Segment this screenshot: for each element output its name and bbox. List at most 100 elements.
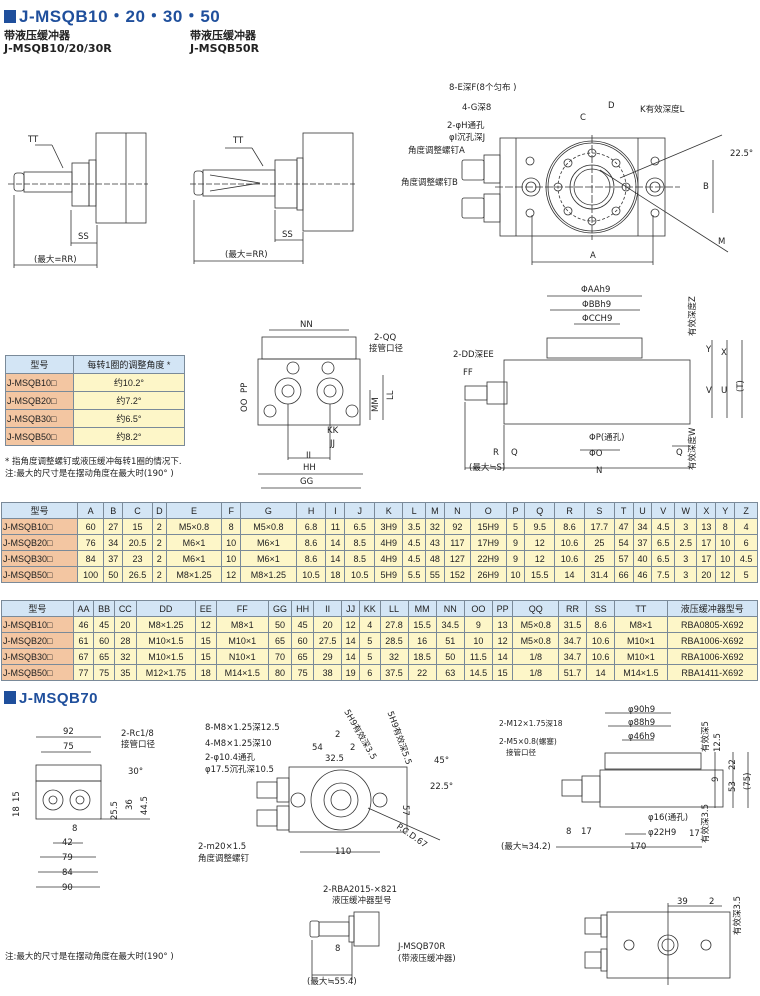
value-cell: 2	[151, 534, 167, 551]
value-cell: 4.5	[651, 518, 675, 535]
value-cell: M6×1	[165, 534, 223, 551]
value-cell: M14×1.5	[215, 664, 269, 681]
label: 2-m20×1.5	[198, 842, 247, 852]
dim-angle: 22.5°	[430, 782, 454, 792]
value-cell: 1/8	[512, 664, 559, 681]
note-max-size: 注:最大的尺寸是在摆动角度在最大时(190° )	[5, 469, 174, 479]
value-cell: RBA0805-X692	[666, 616, 759, 633]
value-cell: M8×1.25	[165, 566, 223, 583]
table1-header-cell: K	[374, 502, 404, 519]
value-cell: 25	[583, 550, 615, 567]
table1-header-cell: J	[344, 502, 376, 519]
value-cell: 10	[715, 534, 736, 551]
value-cell: M10×1	[614, 648, 668, 665]
table2-header-cell: TT	[614, 600, 668, 617]
label-b: B	[703, 182, 709, 192]
label-y: Y	[706, 345, 712, 355]
label-qq: 2-QQ	[374, 333, 397, 343]
value-cell: 10.5	[344, 566, 376, 583]
value-cell: 16	[407, 632, 437, 649]
dim: 90	[62, 883, 73, 893]
table1-header-cell: Y	[715, 502, 736, 519]
value-cell: 100	[77, 566, 105, 583]
subtitle-left-cn: 带液压缓冲器	[4, 29, 70, 42]
note-per-turn: * 指角度调整螺钉或液压缓冲每转1圈的情况下.	[5, 457, 182, 467]
dim: 53	[728, 781, 738, 792]
label-ss: SS	[282, 230, 293, 240]
label-a: A	[590, 251, 596, 261]
value-cell: 32	[113, 648, 137, 665]
value-cell: N10×1	[215, 648, 269, 665]
value-cell: 约10.2°	[72, 373, 186, 392]
table2-header-cell: MM	[407, 600, 437, 617]
value-cell: 80	[267, 664, 293, 681]
value-cell: 10.6	[586, 632, 616, 649]
value-cell: 40	[632, 550, 653, 567]
dim: 18	[12, 806, 22, 817]
table1-header-cell: G	[240, 502, 297, 519]
value-cell: 60	[77, 518, 105, 535]
value-cell: 14	[325, 534, 346, 551]
value-cell: 9	[463, 616, 493, 633]
dim: (最大≒55.4)	[307, 977, 357, 987]
model-cell: J-MSQB10□	[0, 518, 79, 535]
label-tt: TT	[233, 136, 244, 146]
model-cell: J-MSQB30□	[0, 550, 79, 567]
dim: 44.5	[140, 796, 150, 815]
model-cell: J-MSQB30□	[1, 648, 74, 665]
value-cell: M14×1.5	[614, 664, 668, 681]
value-cell: 29	[313, 648, 343, 665]
value-cell: 14	[554, 566, 585, 583]
table1-header-cell: Q	[524, 502, 556, 519]
value-cell: 46	[72, 616, 95, 633]
value-cell: 34.5	[435, 616, 465, 633]
value-cell: 34	[103, 534, 124, 551]
value-cell: 117	[443, 534, 471, 551]
value-cell: 55	[424, 566, 445, 583]
value-cell: M10×1	[215, 632, 269, 649]
label-n: N	[596, 466, 603, 476]
value-cell: 54	[613, 534, 634, 551]
value-cell: 2	[151, 566, 167, 583]
value-cell: 43	[424, 534, 445, 551]
label-w: 有效深度W	[688, 427, 698, 470]
label-port-cn: 接管口径	[121, 740, 156, 750]
value-cell: M8×1.25	[240, 566, 297, 583]
label-ss: SS	[78, 232, 89, 242]
value-cell: 11	[325, 518, 346, 535]
value-cell: 约8.2°	[72, 427, 186, 446]
angle_table-header-cell: 每转1圈的调整角度 *	[72, 355, 186, 374]
value-cell: 12	[341, 616, 360, 633]
dim: 170	[630, 842, 647, 852]
model-cell: J-MSQB20□	[5, 391, 74, 410]
dim: φ88h9	[628, 718, 656, 728]
value-cell: 3H9	[374, 518, 404, 535]
label-nn: NN	[300, 320, 313, 330]
value-cell: M5×0.8	[512, 616, 559, 633]
value-cell: 12	[524, 534, 556, 551]
label: 有效深5	[701, 721, 711, 752]
label: φ17.5沉孔深10.5	[205, 765, 274, 775]
dim: φ16(通孔)	[648, 813, 689, 823]
label-pp: PP	[240, 382, 250, 393]
value-cell: 27	[103, 518, 124, 535]
value-cell: 12	[524, 550, 556, 567]
label-u: U	[721, 386, 728, 396]
label-h: 2-φH通孔	[447, 121, 485, 131]
dim: 2	[350, 743, 356, 753]
value-cell: 12	[715, 566, 736, 583]
value-cell: 5	[358, 632, 381, 649]
title-square-icon	[4, 10, 16, 23]
label-s: (最大≒S)	[469, 463, 506, 473]
value-cell: 5H9	[374, 566, 404, 583]
value-cell: 3	[673, 550, 698, 567]
value-cell: 15	[491, 664, 514, 681]
label-port: 接管口径	[369, 344, 404, 354]
value-cell: 6	[734, 534, 758, 551]
table2-header-cell: FF	[215, 600, 269, 617]
